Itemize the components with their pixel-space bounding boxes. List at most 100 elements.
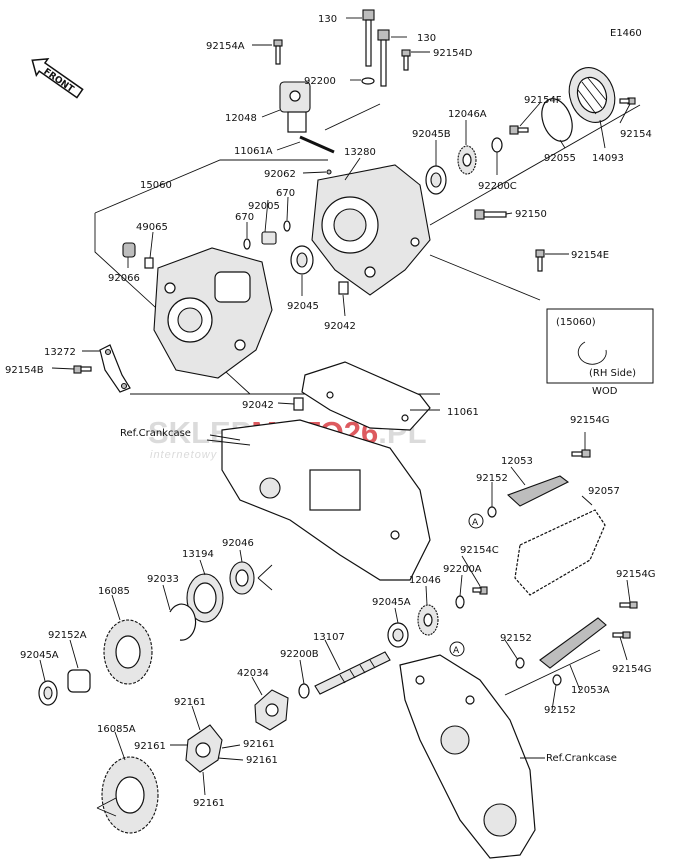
washer-92152-b[interactable] [515,657,525,669]
needle-bearing-92046[interactable] [229,561,255,595]
ref-crankcase-right: Ref.Crankcase [546,753,617,764]
gear-16085[interactable] [103,619,153,685]
crankcase-left [221,419,431,581]
guide-12053A[interactable] [539,617,607,669]
bracket-13272[interactable] [99,344,131,393]
washer-92200A[interactable] [455,595,465,609]
bolt-130-b[interactable] [377,29,390,87]
washer-92200C[interactable] [491,137,503,153]
label-13194: 13194 [182,549,214,560]
bolt-92154F[interactable] [509,125,529,135]
bearing-92045A-a[interactable] [38,680,58,706]
oring-11061A[interactable] [299,135,335,154]
diagram-code: E1460 [610,28,642,39]
bolt-92154E[interactable] [535,249,545,272]
damper-42034[interactable] [254,689,289,731]
bearing-92045[interactable] [290,245,314,275]
label-16085: 16085 [98,586,130,597]
label-92200C: 92200C [478,181,517,192]
label-92154F: 92154F [524,95,562,106]
label-130-b: 130 [417,33,436,44]
label-42034: 42034 [237,668,269,679]
oring-92055[interactable] [536,95,577,146]
shim-670-a[interactable] [243,238,251,250]
label-92200: 92200 [304,76,336,87]
washer-92152-c[interactable] [552,674,562,686]
label-12053: 12053 [501,456,533,467]
bolt-92154A[interactable] [273,39,283,65]
chain-92057[interactable] [514,509,606,596]
label-13272: 13272 [44,347,76,358]
pin-92062[interactable] [326,169,332,175]
label-12046: 12046 [409,575,441,586]
guide-12053[interactable] [506,475,570,507]
cover-14093[interactable] [562,61,622,129]
label-670-a: 670 [235,212,254,223]
svg-text:A: A [472,518,479,528]
bolt-92154[interactable] [619,97,636,105]
shaft-13107[interactable] [314,651,391,695]
label-92161-d: 92161 [246,755,278,766]
label-92066: 92066 [108,273,140,284]
label-12048: 12048 [225,113,257,124]
circlip-92033[interactable] [169,603,197,641]
label-92152-a: 92152 [476,473,508,484]
pin-92042-a[interactable] [338,281,349,295]
pin-92042-b[interactable] [293,397,304,411]
crankcase-right [399,654,536,859]
collar-92152A[interactable] [67,669,91,693]
bolt-92154C[interactable] [472,586,488,595]
bolt-92154G-c[interactable] [612,631,631,639]
variant-box: (15060) (RH Side) [546,308,654,384]
housing-13280[interactable] [311,164,431,296]
bolt-92154G-b[interactable] [619,601,638,609]
washer-92200[interactable] [361,77,375,85]
bolt-92154G-a[interactable] [571,449,591,458]
label-92042-a: 92042 [324,321,356,332]
bolt-92154B[interactable] [73,365,92,374]
variant-model: WOD [592,386,618,397]
bolt-92150[interactable] [474,209,507,220]
seal-92005[interactable] [261,231,277,245]
gasket-11061[interactable] [301,361,431,431]
leader-lines [39,17,631,796]
label-92154G-b: 92154G [616,569,656,580]
label-13280: 13280 [344,147,376,158]
pump-12048[interactable] [279,81,311,133]
shim-670-b[interactable] [283,220,291,232]
washer-92152-a[interactable] [487,506,497,518]
label-92045: 92045 [287,301,319,312]
washer-92200B[interactable] [298,683,310,699]
body-15060[interactable] [153,247,273,379]
gear-12046A[interactable] [457,145,477,175]
front-arrow-icon: FRONT [31,58,84,99]
spring-49065[interactable] [144,257,154,269]
label-14093: 14093 [592,153,624,164]
label-92150: 92150 [515,209,547,220]
label-12046A: 12046A [448,109,487,120]
label-92045A-b: 92045A [372,597,411,608]
callout-a-1: A [468,513,484,529]
bearing-92045A-b[interactable] [387,622,409,648]
plug-92066[interactable] [122,242,136,258]
label-11061A: 11061A [234,146,273,157]
ref-crankcase-left: Ref.Crankcase [120,428,191,439]
damper-92161[interactable] [185,724,223,773]
label-92154G-a: 92154G [570,415,610,426]
label-92154B: 92154B [5,365,44,376]
label-92046: 92046 [222,538,254,549]
bolt-92154D[interactable] [401,49,411,71]
label-92154: 92154 [620,129,652,140]
label-92152-c: 92152 [544,705,576,716]
label-15060: 15060 [140,180,172,191]
label-13107: 13107 [313,632,345,643]
bearing-92045B[interactable] [425,165,447,195]
gear-16085A[interactable] [96,756,159,834]
bearing-13194[interactable] [186,573,224,623]
label-92062: 92062 [264,169,296,180]
variant-part: (15060) [556,317,596,328]
bolt-130-a[interactable] [362,9,375,67]
label-92161-a: 92161 [174,697,206,708]
gear-12046[interactable] [417,604,439,636]
